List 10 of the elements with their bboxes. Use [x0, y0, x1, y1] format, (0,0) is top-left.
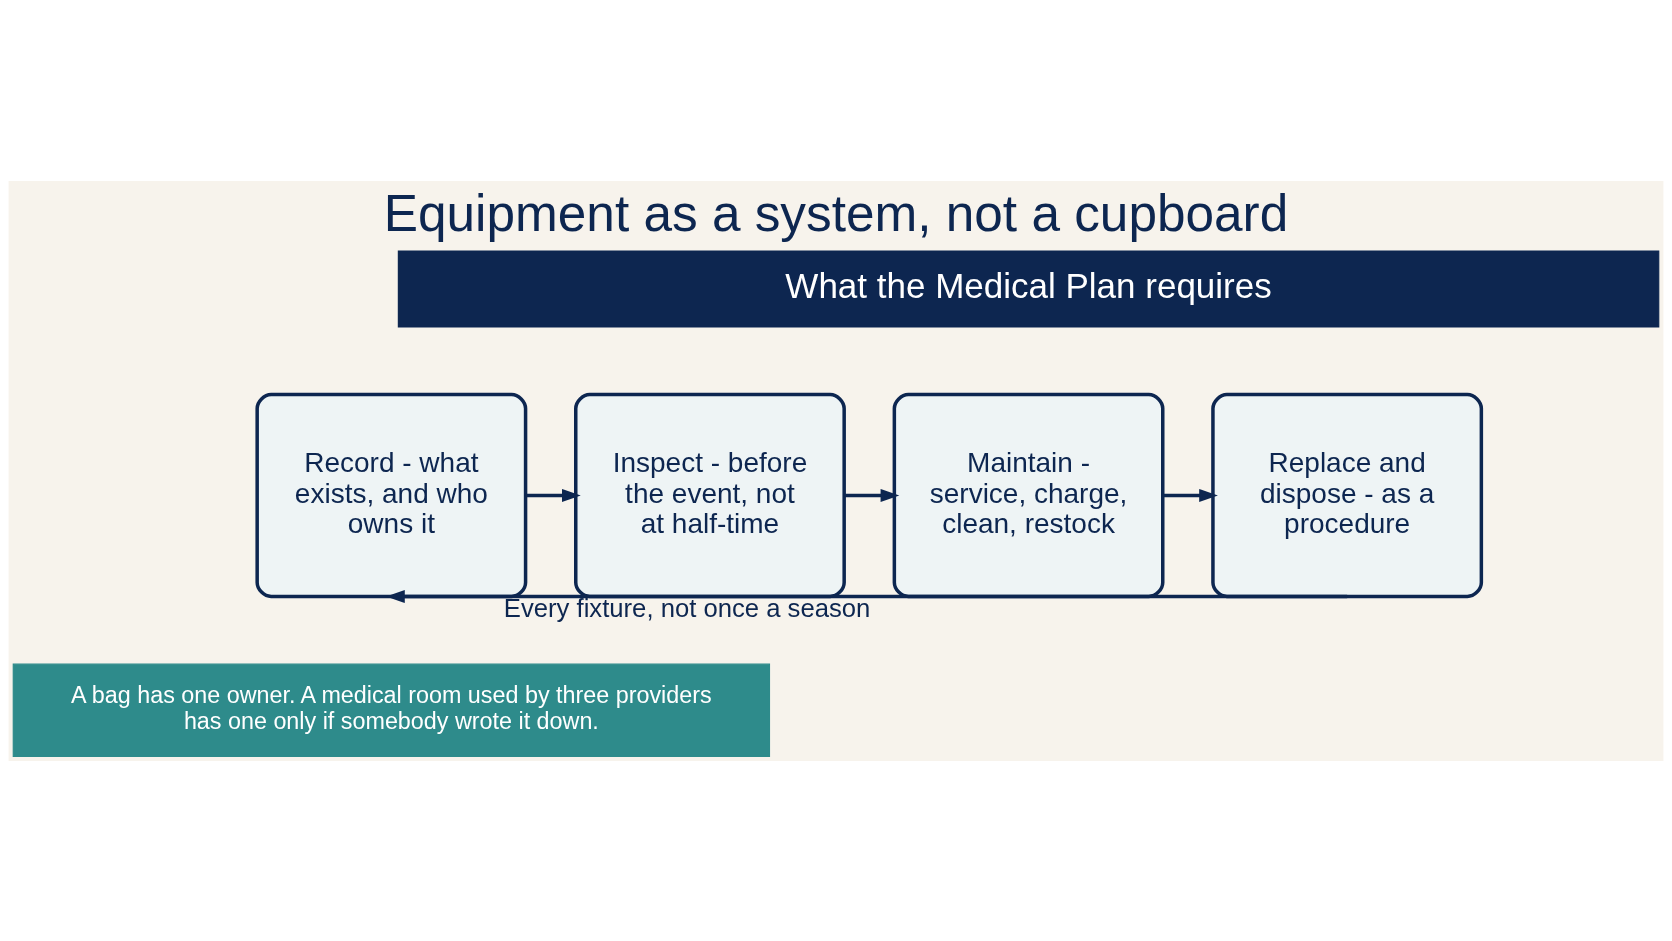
- node-box: What the Medical Plan requires: [397, 249, 1660, 327]
- arrow: [525, 488, 581, 502]
- node-box: Replace and dispose - as a procedure: [1211, 392, 1484, 598]
- arrow: [844, 488, 900, 502]
- node-box: A bag has one owner. A medical room used by three providers has one only if somebody wrote it down.: [12, 663, 771, 757]
- node-box: Inspect - before the event, not at half-time: [574, 392, 846, 598]
- arrow: [1162, 488, 1218, 502]
- node-box: Maintain - service, charge, clean, restock: [892, 392, 1165, 598]
- node-box: Record - what exists, and who owns it: [255, 392, 528, 598]
- diagram-title: Equipment as a system, not a cupboard: [383, 184, 1289, 242]
